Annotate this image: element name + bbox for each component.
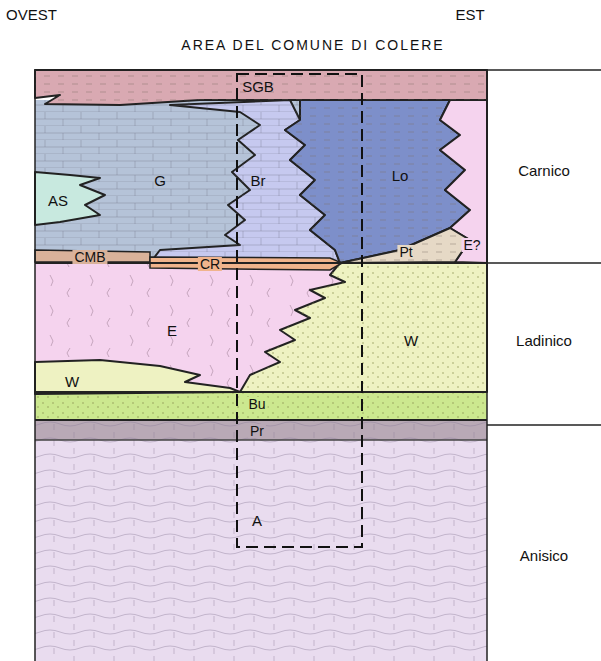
- formation-label: Bu: [246, 397, 267, 411]
- formation-label: Lo: [390, 167, 411, 184]
- formation-label: W: [402, 332, 420, 349]
- formation-label: A: [250, 512, 264, 529]
- formation-label: E?: [461, 238, 482, 252]
- formation-label: CR: [198, 257, 222, 271]
- formation-label: Pr: [248, 424, 266, 438]
- stage-label: Ladinico: [514, 332, 574, 349]
- formation-label: CMB: [72, 250, 107, 264]
- formation-label: G: [152, 172, 168, 189]
- side-label: OVEST: [4, 6, 59, 23]
- formation-label: Pt: [397, 245, 414, 259]
- formation-label: E: [165, 322, 179, 339]
- diagram-title: AREA DEL COMUNE DI COLERE: [181, 37, 444, 53]
- side-label: EST: [453, 6, 486, 23]
- formation-label: Br: [249, 172, 268, 189]
- stage-label: Anisico: [518, 547, 570, 564]
- stage-label: Carnico: [516, 162, 572, 179]
- formation-label: AS: [46, 192, 70, 209]
- formation-label: W: [63, 373, 81, 390]
- formation-label: SGB: [240, 78, 276, 95]
